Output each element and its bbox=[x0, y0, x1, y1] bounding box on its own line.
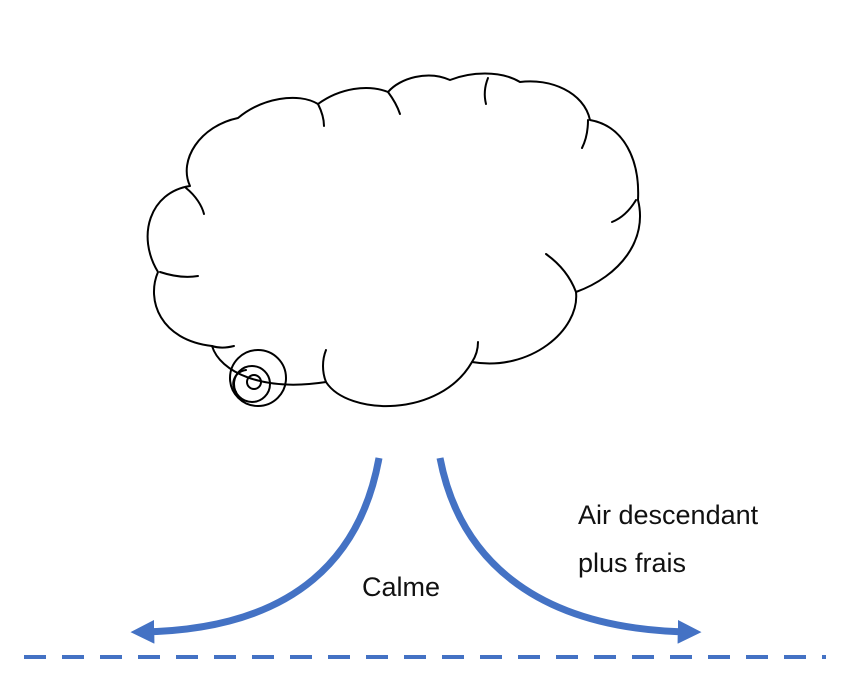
cloud-outline bbox=[146, 72, 641, 408]
downdraft-arrow-left bbox=[130, 457, 383, 644]
cloud-swirl-outer bbox=[229, 349, 287, 407]
cloud-fold-line bbox=[185, 187, 205, 215]
cloud-fold-line bbox=[545, 253, 577, 293]
cloud-fold-line bbox=[211, 345, 235, 349]
cloud-swirl-inner bbox=[246, 374, 262, 390]
cloud-icon bbox=[146, 72, 641, 408]
downdraft-arrow-right bbox=[436, 457, 702, 644]
cloud-fold-line bbox=[322, 349, 327, 383]
cloud-fold-line bbox=[581, 119, 589, 149]
cloud-swirl-tail bbox=[232, 369, 247, 393]
cloud-fold-line bbox=[159, 271, 199, 278]
air-label-line1: Air descendant bbox=[578, 500, 759, 530]
cloud-fold-line bbox=[471, 341, 479, 363]
cloud-fold-line bbox=[387, 91, 401, 115]
calm-label: Calme bbox=[362, 572, 440, 602]
cloud-fold-line bbox=[483, 77, 489, 105]
cloud-fold-line bbox=[611, 199, 637, 223]
cloud-fold-line bbox=[317, 103, 325, 127]
diverging-arrows-icon bbox=[130, 457, 702, 644]
air-label-line2: plus frais bbox=[578, 548, 686, 578]
